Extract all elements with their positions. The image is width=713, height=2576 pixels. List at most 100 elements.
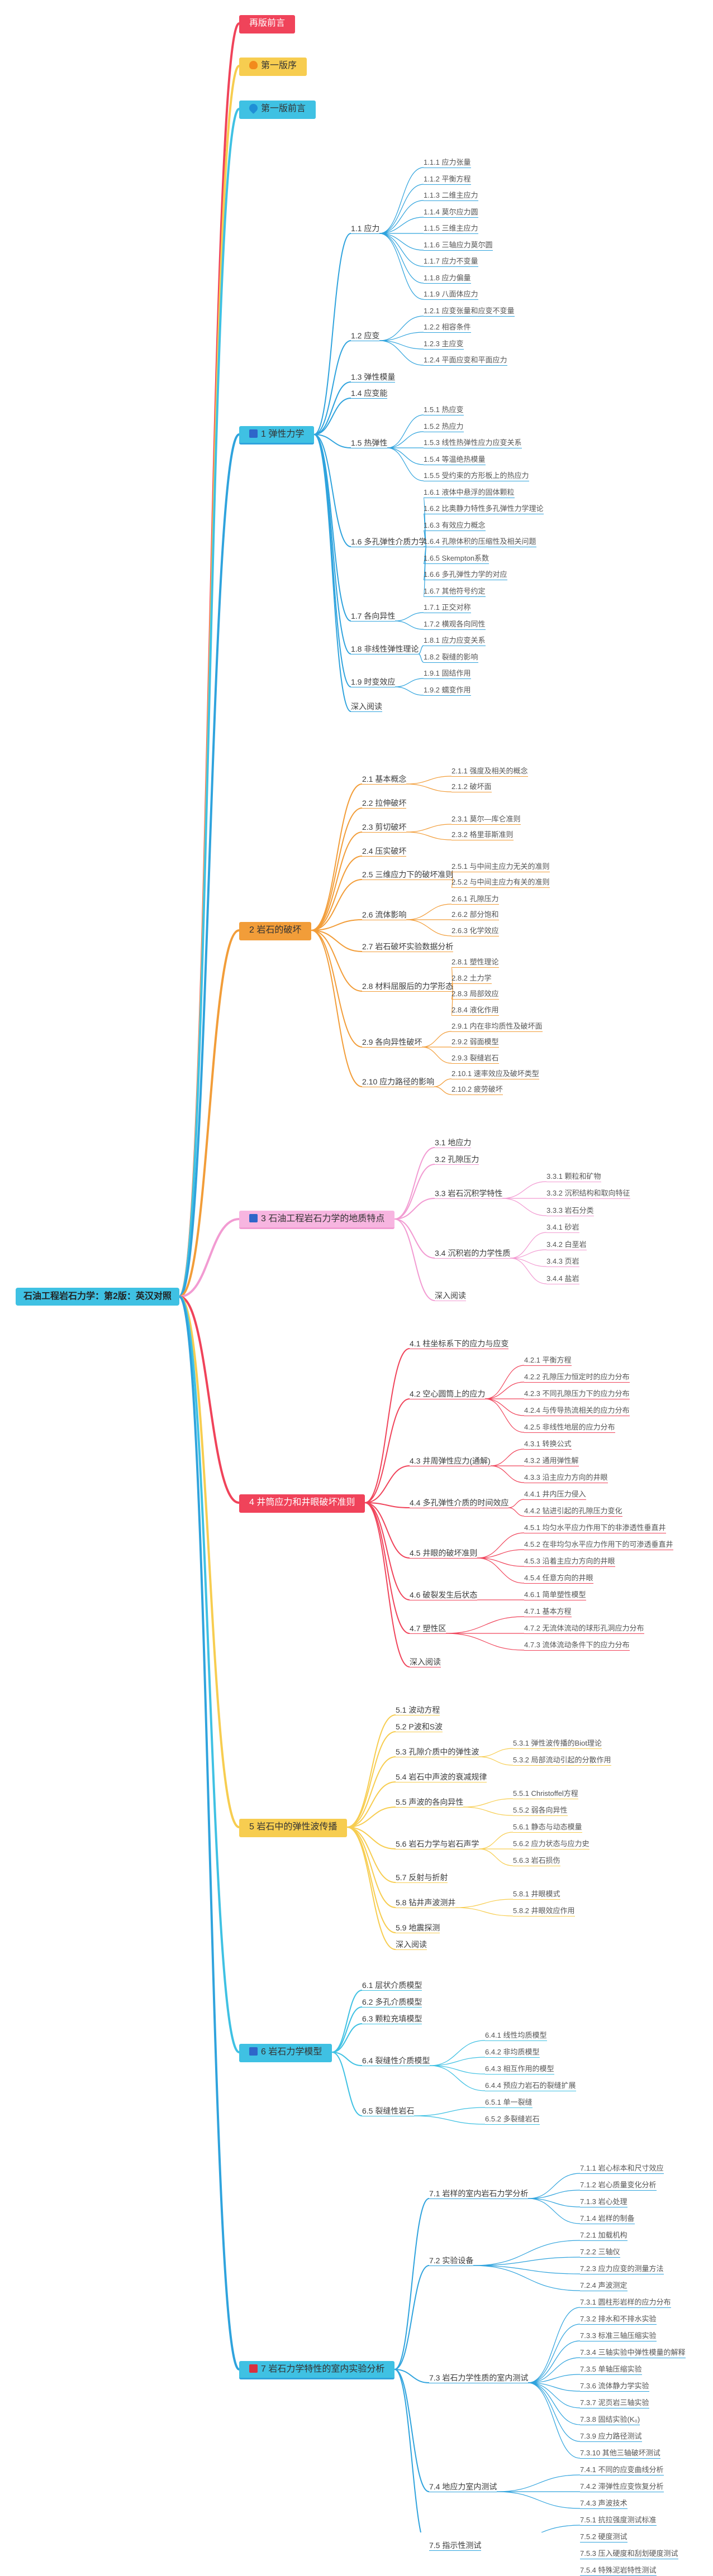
subtopic-node[interactable]: 3.4.3 页岩 [546, 1256, 579, 1267]
topic-node[interactable]: 2.10 应力路径的影响 [362, 1077, 435, 1087]
topic-node[interactable]: 2.2 拉伸破坏 [362, 798, 407, 809]
section-node[interactable]: 6 岩石力学模型 [239, 2044, 332, 2062]
topic-node[interactable]: 深入阅读 [435, 1291, 466, 1301]
subtopic-node[interactable]: 7.4.2 滞弹性应变恢复分析 [580, 2482, 664, 2492]
topic-node[interactable]: 5.9 地震探测 [396, 1923, 440, 1933]
subtopic-node[interactable]: 1.6.3 有效应力概念 [424, 520, 486, 531]
subtopic-node[interactable]: 6.5.1 单一裂缝 [485, 2097, 533, 2108]
subtopic-node[interactable]: 7.3.2 排水和不排水实验 [580, 2314, 657, 2325]
subtopic-node[interactable]: 7.3.5 单轴压缩实验 [580, 2364, 642, 2375]
subtopic-node[interactable]: 7.2.3 应力应变的测量方法 [580, 2264, 664, 2274]
subtopic-node[interactable]: 4.7.3 流体流动条件下的应力分布 [524, 1640, 630, 1651]
subtopic-node[interactable]: 1.2.2 相容条件 [424, 322, 471, 333]
subtopic-node[interactable]: 3.3.1 颗粒和矿物 [546, 1172, 601, 1182]
topic-node[interactable]: 2.7 岩石破坏实验数据分析 [362, 941, 454, 952]
subtopic-node[interactable]: 2.6.1 孔隙压力 [451, 894, 499, 905]
subtopic-node[interactable]: 2.8.2 土力学 [451, 973, 492, 984]
topic-node[interactable]: 4.5 井眼的破坏准则 [410, 1548, 478, 1559]
section-node[interactable]: 4 井筒应力和井眼破坏准则 [239, 1494, 365, 1513]
subtopic-node[interactable]: 1.5.1 热应变 [424, 405, 464, 415]
topic-node[interactable]: 6.4 裂缝性介质模型 [362, 2056, 430, 2066]
topic-node[interactable]: 5.1 波动方程 [396, 1705, 440, 1715]
subtopic-node[interactable]: 7.3.9 应力路径测试 [580, 2431, 642, 2442]
topic-node[interactable]: 5.8 钻井声波测井 [396, 1898, 456, 1908]
subtopic-node[interactable]: 7.3.6 流体静力学实验 [580, 2381, 649, 2392]
subtopic-node[interactable]: 6.4.1 线性均质模型 [485, 2030, 547, 2041]
subtopic-node[interactable]: 7.2.2 三轴仪 [580, 2247, 620, 2258]
subtopic-node[interactable]: 1.1.8 应力偏量 [424, 273, 471, 284]
subtopic-node[interactable]: 7.5.1 抗拉强度测试标准 [580, 2515, 657, 2526]
subtopic-node[interactable]: 5.6.3 岩石损伤 [513, 1856, 560, 1866]
section-node[interactable]: 3 石油工程岩石力学的地质特点 [239, 1211, 395, 1229]
subtopic-node[interactable]: 4.2.4 与传导热流相关的应力分布 [524, 1406, 630, 1416]
topic-node[interactable]: 7.5 指示性测试 [429, 2540, 482, 2551]
subtopic-node[interactable]: 7.3.4 三轴实验中弹性模量的解释 [580, 2348, 686, 2358]
subtopic-node[interactable]: 4.3.2 通用弹性解 [524, 1456, 579, 1466]
subtopic-node[interactable]: 1.1.4 莫尔应力圆 [424, 207, 478, 218]
subtopic-node[interactable]: 5.5.1 Christoffel方程 [513, 1789, 578, 1799]
subtopic-node[interactable]: 1.1.7 应力不变量 [424, 256, 478, 267]
topic-node[interactable]: 5.7 反射与折射 [396, 1872, 448, 1883]
topic-node[interactable]: 7.2 实验设备 [429, 2255, 474, 2266]
subtopic-node[interactable]: 1.6.1 液体中悬浮的固体颗粒 [424, 488, 515, 498]
topic-node[interactable]: 1.3 弹性模量 [351, 372, 396, 383]
subtopic-node[interactable]: 2.8.3 局部效应 [451, 989, 499, 1000]
topic-node[interactable]: 深入阅读 [410, 1657, 441, 1667]
subtopic-node[interactable]: 3.4.2 白垩岩 [546, 1240, 587, 1250]
topic-node[interactable]: 4.6 破裂发生后状态 [410, 1590, 478, 1600]
subtopic-node[interactable]: 5.6.1 静态与动态模量 [513, 1822, 582, 1833]
topic-node[interactable]: 4.7 塑性区 [410, 1623, 446, 1634]
topic-node[interactable]: 5.5 声波的各向异性 [396, 1797, 464, 1808]
topic-node[interactable]: 深入阅读 [351, 701, 382, 712]
topic-node[interactable]: 3.4 沉积岩的力学性质 [435, 1248, 511, 1259]
subtopic-node[interactable]: 4.5.1 均匀水平应力作用下的非渗透性垂直井 [524, 1523, 666, 1533]
section-node[interactable]: 第一版序 [239, 58, 307, 76]
topic-node[interactable]: 6.2 多孔介质模型 [362, 1997, 422, 2008]
topic-node[interactable]: 5.6 岩石力学与岩石声学 [396, 1839, 479, 1849]
subtopic-node[interactable]: 1.5.3 线性热弹性应力应变关系 [424, 438, 522, 448]
section-node[interactable]: 7 岩石力学特性的室内实验分析 [239, 2361, 395, 2379]
topic-node[interactable]: 4.1 柱坐标系下的应力与应变 [410, 1339, 509, 1349]
topic-node[interactable]: 2.9 各向异性破坏 [362, 1037, 422, 1048]
topic-node[interactable]: 6.3 颗粒充填模型 [362, 2014, 422, 2024]
subtopic-node[interactable]: 1.1.9 八面体应力 [424, 289, 478, 300]
subtopic-node[interactable]: 7.3.3 标准三轴压缩实验 [580, 2331, 657, 2341]
subtopic-node[interactable]: 4.7.1 基本方程 [524, 1607, 572, 1617]
topic-node[interactable]: 6.5 裂缝性岩石 [362, 2106, 415, 2116]
subtopic-node[interactable]: 2.8.4 液化作用 [451, 1005, 499, 1016]
subtopic-node[interactable]: 2.10.1 速率效应及破坏类型 [451, 1069, 539, 1079]
subtopic-node[interactable]: 7.3.1 圆柱形岩样的应力分布 [580, 2297, 671, 2308]
subtopic-node[interactable]: 5.5.2 弱各向异性 [513, 1805, 568, 1816]
subtopic-node[interactable]: 2.3.2 格里菲斯准则 [451, 830, 514, 840]
section-node[interactable]: 1 弹性力学 [239, 426, 315, 445]
subtopic-node[interactable]: 2.9.3 裂缝岩石 [451, 1053, 499, 1064]
subtopic-node[interactable]: 1.2.4 平面应变和平面应力 [424, 355, 507, 366]
subtopic-node[interactable]: 1.9.2 蠕变作用 [424, 685, 471, 696]
subtopic-node[interactable]: 7.3.7 泥页岩三轴实验 [580, 2398, 649, 2408]
topic-node[interactable]: 7.3 岩石力学性质的室内测试 [429, 2373, 529, 2383]
subtopic-node[interactable]: 4.4.1 井内压力侵入 [524, 1489, 586, 1500]
subtopic-node[interactable]: 4.3.1 转换公式 [524, 1439, 572, 1450]
topic-node[interactable]: 5.4 岩石中声波的衰减规律 [396, 1772, 487, 1782]
subtopic-node[interactable]: 2.6.2 部分饱和 [451, 910, 499, 920]
subtopic-node[interactable]: 2.10.2 疲劳破坏 [451, 1084, 503, 1095]
subtopic-node[interactable]: 1.8.2 裂缝的影响 [424, 652, 478, 663]
subtopic-node[interactable]: 1.1.3 二维主应力 [424, 190, 478, 201]
topic-node[interactable]: 1.8 非线性弹性理论 [351, 644, 419, 654]
subtopic-node[interactable]: 5.3.2 局部流动引起的分散作用 [513, 1755, 611, 1766]
subtopic-node[interactable]: 4.6.1 简单塑性模型 [524, 1590, 586, 1600]
subtopic-node[interactable]: 7.1.4 岩样的制备 [580, 2214, 635, 2224]
topic-node[interactable]: 2.8 材料屈服后的力学形态 [362, 981, 454, 992]
subtopic-node[interactable]: 3.3.2 沉积结构和取向特征 [546, 1188, 630, 1199]
subtopic-node[interactable]: 5.3.1 弹性波传播的Biot理论 [513, 1738, 602, 1749]
topic-node[interactable]: 1.1 应力 [351, 223, 380, 234]
subtopic-node[interactable]: 2.9.2 弱面模型 [451, 1037, 499, 1048]
subtopic-node[interactable]: 2.5.2 与中间主应力有关的准则 [451, 877, 550, 888]
topic-node[interactable]: 2.1 基本概念 [362, 774, 407, 785]
topic-node[interactable]: 4.3 井周弹性应力(通解) [410, 1456, 491, 1466]
subtopic-node[interactable]: 5.6.2 应力状态与应力史 [513, 1839, 590, 1849]
subtopic-node[interactable]: 5.8.2 井眼效应作用 [513, 1906, 575, 1917]
subtopic-node[interactable]: 1.2.1 应变张量和应变不变量 [424, 306, 515, 317]
subtopic-node[interactable]: 7.2.4 声波测定 [580, 2281, 628, 2291]
subtopic-node[interactable]: 1.5.4 等温绝热模量 [424, 455, 486, 465]
